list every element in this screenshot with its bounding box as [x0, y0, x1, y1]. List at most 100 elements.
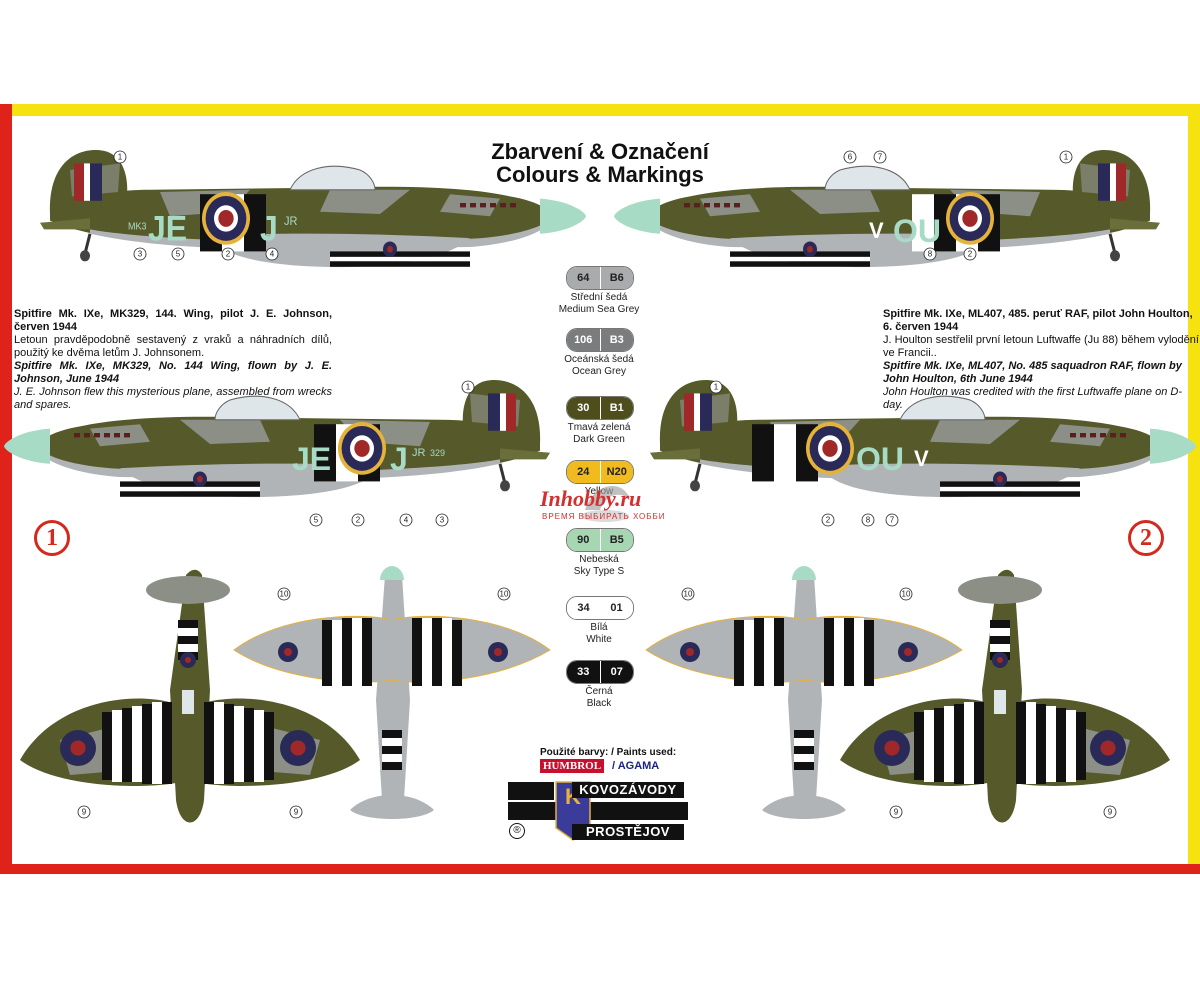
frame-top-border — [0, 104, 1200, 116]
svg-text:JE: JE — [292, 441, 331, 477]
svg-text:J: J — [260, 210, 278, 249]
callout-marker — [399, 513, 413, 527]
page-title-english: Colours & Markings — [496, 162, 704, 187]
humbrol-code: 106 — [567, 329, 600, 351]
watermark-logo-icon — [581, 486, 630, 522]
callout-number: 1 — [1064, 153, 1069, 162]
callout-marker — [889, 805, 903, 819]
callout-marker — [171, 247, 185, 261]
aircraft-2-cz-heading: Spitfire Mk. IXe, ML407, 485. peruť RAF,… — [883, 308, 1193, 333]
callout-number: 3 — [440, 516, 445, 525]
humbrol-brand: HUMBROL — [540, 759, 605, 773]
page-title-czech: Zbarvení & Označení — [491, 139, 709, 164]
callout-number: 6 — [848, 153, 853, 162]
paint-name-english: Sky Type S — [573, 566, 625, 577]
callout-marker — [113, 150, 127, 164]
paint-name-english: Medium Sea Grey — [558, 304, 640, 315]
paint-name-czech: Černá — [585, 686, 613, 697]
frame-right-border — [1188, 104, 1200, 874]
callout-number: 4 — [404, 516, 409, 525]
agama-brand: / AGAMA — [612, 760, 660, 772]
callout-marker — [133, 247, 147, 261]
callout-marker — [221, 247, 235, 261]
bottom-view-right — [645, 566, 963, 819]
paint-name-czech: Střední šedá — [570, 292, 628, 303]
callout-number: 8 — [866, 516, 871, 525]
aircraft-2-marker: 2 — [1128, 520, 1164, 556]
aircraft-1-description: Spitfire Mk. IXe, MK329, 144. Wing, pilo… — [14, 308, 332, 412]
callout-marker — [277, 587, 291, 601]
paint-name-english: Ocean Grey — [572, 366, 626, 377]
callout-marker — [1059, 150, 1073, 164]
svg-text:OU: OU — [893, 213, 941, 249]
watermark-text: Inhobby.ru — [540, 486, 642, 511]
callout-marker — [709, 380, 723, 394]
callout-number: 2 — [826, 516, 831, 525]
callout-marker — [289, 805, 303, 819]
paints-used-label: Použité barvy: / Paints used: — [540, 747, 677, 758]
callout-marker — [309, 513, 323, 527]
callout-marker — [497, 587, 511, 601]
agama-code: N20 — [599, 461, 633, 483]
callout-number: 10 — [684, 590, 693, 599]
paint-name-czech: Bílá — [590, 622, 608, 633]
agama-code: B6 — [599, 267, 633, 289]
callout-number: 7 — [878, 153, 883, 162]
callout-marker — [861, 513, 875, 527]
humbrol-code: 24 — [567, 461, 600, 483]
paint-name-english: Black — [586, 698, 612, 709]
callout-number: 10 — [280, 590, 289, 599]
callout-marker — [885, 513, 899, 527]
svg-text:MK3: MK3 — [128, 221, 146, 233]
paint-name-czech: Oceánská šedá — [564, 354, 634, 365]
aircraft-1-cz-heading: Spitfire Mk. IXe, MK329, 144. Wing, pilo… — [14, 308, 332, 333]
callout-number: 9 — [294, 808, 299, 817]
svg-text:V: V — [914, 446, 929, 471]
aircraft-2-en-text: John Houlton was credited with the first… — [883, 386, 1182, 411]
callout-number: 9 — [894, 808, 899, 817]
callout-number: 10 — [902, 590, 911, 599]
top-view-right — [840, 569, 1170, 823]
callout-number: 9 — [1108, 808, 1113, 817]
frame-bottom-border — [0, 864, 1200, 874]
callout-number: 9 — [82, 808, 87, 817]
callout-number: 5 — [176, 250, 181, 259]
svg-text:JE: JE — [148, 210, 187, 249]
humbrol-code: 33 — [567, 661, 600, 683]
callout-number: 2 — [356, 516, 361, 525]
logo-line-2: PROSTĚJOV — [572, 824, 684, 840]
callout-number: 4 — [270, 250, 275, 259]
paint-name-english: White — [586, 634, 612, 645]
callout-marker — [963, 247, 977, 261]
callout-number: 3 — [138, 250, 143, 259]
logo-line-1: KOVOZÁVODY — [572, 782, 684, 798]
agama-code: B3 — [599, 329, 633, 351]
callout-marker — [461, 380, 475, 394]
aircraft-1-en-heading: Spitfire Mk. IXe, MK329, No. 144 Wing, f… — [14, 360, 332, 385]
callout-marker — [77, 805, 91, 819]
humbrol-code: 64 — [567, 267, 600, 289]
callout-marker — [1103, 805, 1117, 819]
aircraft-2-en-heading: Spitfire Mk. IXe, ML407, No. 485 saquadr… — [883, 360, 1182, 385]
callout-marker — [435, 513, 449, 527]
callout-number: 10 — [500, 590, 509, 599]
aircraft-2-description: Spitfire Mk. IXe, ML407, 485. peruť RAF,… — [883, 308, 1200, 412]
svg-text:OU: OU — [856, 441, 904, 477]
callout-marker — [681, 587, 695, 601]
aircraft-1-marker: 1 — [34, 520, 70, 556]
callout-number: 5 — [314, 516, 319, 525]
humbrol-code: 34 — [567, 597, 600, 619]
humbrol-code: 30 — [567, 397, 600, 419]
callout-marker — [351, 513, 365, 527]
paint-name-czech: Tmavá zelená — [567, 422, 631, 433]
aircraft-2-cz-text: J. Houlton sestřelil první letoun Luftwa… — [883, 334, 1199, 359]
callout-number: 8 — [928, 250, 933, 259]
